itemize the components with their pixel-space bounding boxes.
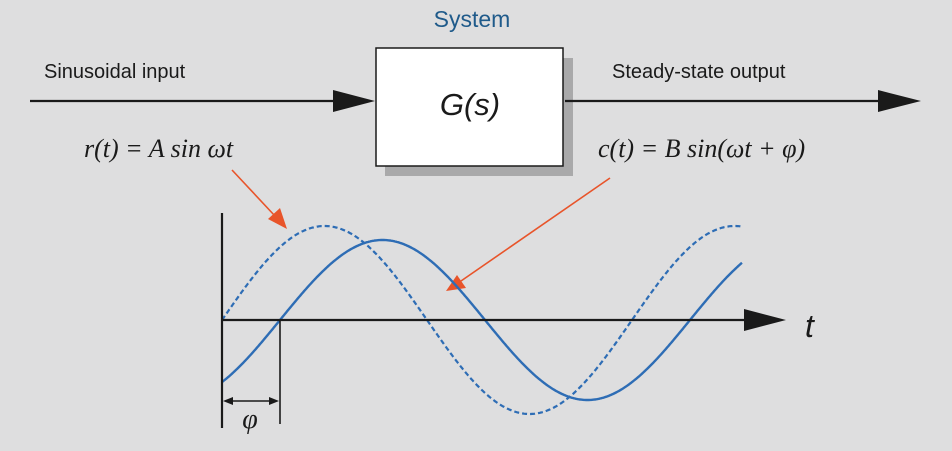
transfer-function-label: G(s) <box>440 87 500 122</box>
time-axis-label: t <box>805 308 815 344</box>
output-pointer-line <box>460 177 611 282</box>
output-arrowhead <box>878 90 921 112</box>
phase-arrowhead-right <box>269 397 279 405</box>
phase-arrowhead-left <box>223 397 233 405</box>
system-block <box>375 47 564 167</box>
input-pointer-head <box>268 208 287 229</box>
input-arrowhead <box>333 90 375 112</box>
phase-label: φ <box>242 404 258 435</box>
input-sine-wave <box>222 224 743 416</box>
input-equation: r(t) = A sin ωt <box>84 134 234 163</box>
output-label: Steady-state output <box>612 61 786 83</box>
output-sine-wave <box>222 238 743 402</box>
output-pointer-head <box>446 275 466 291</box>
time-axis-arrowhead <box>744 309 786 331</box>
input-label: Sinusoidal input <box>44 61 186 83</box>
system-title: System <box>434 6 511 32</box>
output-equation: c(t) = B sin(ωt + φ) <box>598 134 805 163</box>
input-pointer-line <box>231 169 276 217</box>
